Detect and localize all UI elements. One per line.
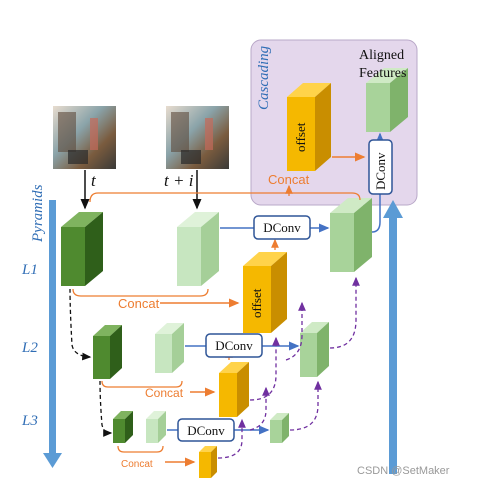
l2-aligned-to-l1 [329, 276, 360, 349]
pyramids-arrow [43, 200, 62, 468]
l2-concat-bracket [101, 380, 183, 388]
l2-feature-t-plus-i [155, 323, 184, 373]
cascade-offset-block [287, 83, 331, 171]
level-l2-label: L2 [21, 340, 38, 356]
l1-to-l2-upsample [69, 288, 92, 361]
frame-t-plus-i-image [166, 106, 229, 169]
l2-dconv-label: DConv [215, 338, 253, 353]
cascade-concat-label: Concat [268, 172, 310, 187]
l3-feature-t-plus-i [146, 411, 166, 443]
l2-offset-block [219, 362, 249, 417]
l2-offset-to-l1 [249, 336, 280, 401]
l2-feature-t [93, 325, 122, 379]
l3-offset-block [199, 446, 217, 478]
cascading-arrow [383, 200, 403, 474]
l3-concat-bracket [117, 445, 164, 453]
l1-concat-bracket [72, 288, 209, 297]
l3-feature-t [113, 411, 133, 443]
frame-t-image [53, 106, 116, 169]
l2-dconv-box [205, 333, 263, 358]
level-l1-label: L1 [21, 262, 38, 278]
l2-to-l3-upsample [99, 380, 113, 437]
frame-t-label: t [91, 171, 97, 190]
l3-to-l2-offset [249, 386, 270, 431]
frame-t-plus-i-label: t + i [164, 171, 194, 190]
l1-feature-t [61, 212, 103, 286]
l1-dconv-label: DConv [263, 220, 301, 235]
l3-dconv-box [177, 418, 235, 442]
l3-concat-label: Concat [121, 459, 153, 470]
l3-aligned-feature [270, 413, 289, 443]
aligned-features-label-2: Features [359, 66, 406, 81]
l2-concat-label: Concat [145, 386, 184, 400]
pyramids-label: Pyramids [30, 184, 46, 243]
l1-offset-label: offset [249, 288, 264, 318]
cascade-dconv-in [371, 194, 381, 233]
cascade-dconv-box [368, 139, 393, 195]
l1-feature-t-plus-i [177, 212, 219, 286]
aligned-features-label-1: Aligned [359, 48, 404, 63]
l1-concat-label: Concat [118, 296, 160, 311]
cascade-dconv-label: DConv [373, 152, 388, 190]
l3-dconv-label: DConv [187, 423, 225, 438]
watermark: CSDN @SetMaker [357, 465, 450, 477]
l1-dconv-box [253, 215, 311, 240]
l2-to-l1-offset [285, 301, 306, 361]
l1-aligned-feature [330, 198, 372, 272]
cascade-offset-label: offset [293, 122, 308, 152]
level-l3-label: L3 [21, 413, 38, 429]
cascade-concat-bracket [89, 192, 361, 203]
aligned-features-block [366, 68, 408, 132]
l2-aligned-feature [300, 322, 329, 377]
l1-offset-block [243, 252, 287, 333]
cascading-label: Cascading [256, 45, 272, 110]
l3-aligned-to-l2 [289, 380, 322, 431]
